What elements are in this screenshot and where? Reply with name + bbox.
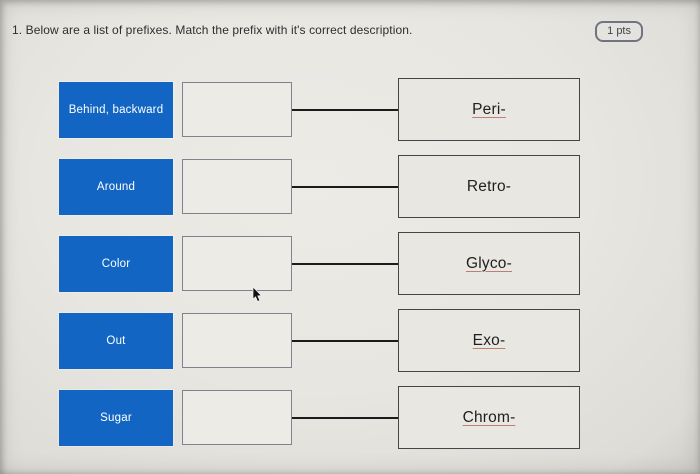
description-chip[interactable]: Around: [59, 158, 173, 215]
prefix-box[interactable]: Peri-: [398, 78, 580, 141]
connector-line: [292, 185, 398, 188]
connector-line: [292, 339, 398, 342]
prefix-label: Retro-: [466, 177, 512, 195]
prefix-box[interactable]: Glyco-: [398, 232, 580, 295]
match-row: Color Glyco-: [59, 232, 580, 295]
connector-line: [292, 416, 398, 419]
connector-line: [292, 262, 398, 265]
prefix-box[interactable]: Chrom-: [398, 386, 580, 449]
prefix-label: Exo-: [472, 331, 506, 349]
answer-drop-zone[interactable]: [182, 236, 292, 291]
prefix-box[interactable]: Exo-: [398, 309, 580, 372]
match-row: Behind, backward Peri-: [59, 78, 580, 141]
answer-drop-zone[interactable]: [182, 159, 292, 214]
answer-drop-zone[interactable]: [182, 313, 292, 368]
prefix-label: Chrom-: [462, 408, 516, 426]
mouse-cursor-icon: [252, 287, 263, 302]
answer-drop-zone[interactable]: [182, 82, 292, 137]
matching-area: Behind, backward Peri- Around Retro- Col…: [0, 78, 700, 463]
match-row: Around Retro-: [59, 155, 580, 218]
description-chip[interactable]: Out: [59, 312, 173, 369]
description-chip[interactable]: Behind, backward: [59, 81, 173, 138]
connector-line: [292, 108, 398, 111]
description-chip[interactable]: Color: [59, 235, 173, 292]
description-chip[interactable]: Sugar: [59, 389, 173, 446]
match-row: Out Exo-: [59, 309, 580, 372]
points-badge: 1 pts: [595, 21, 643, 42]
prefix-label: Glyco-: [466, 254, 512, 272]
answer-drop-zone[interactable]: [182, 390, 292, 445]
prefix-box[interactable]: Retro-: [398, 155, 580, 218]
prefix-label: Peri-: [472, 100, 506, 118]
question-text: 1. Below are a list of prefixes. Match t…: [12, 23, 413, 37]
match-row: Sugar Chrom-: [59, 386, 580, 449]
